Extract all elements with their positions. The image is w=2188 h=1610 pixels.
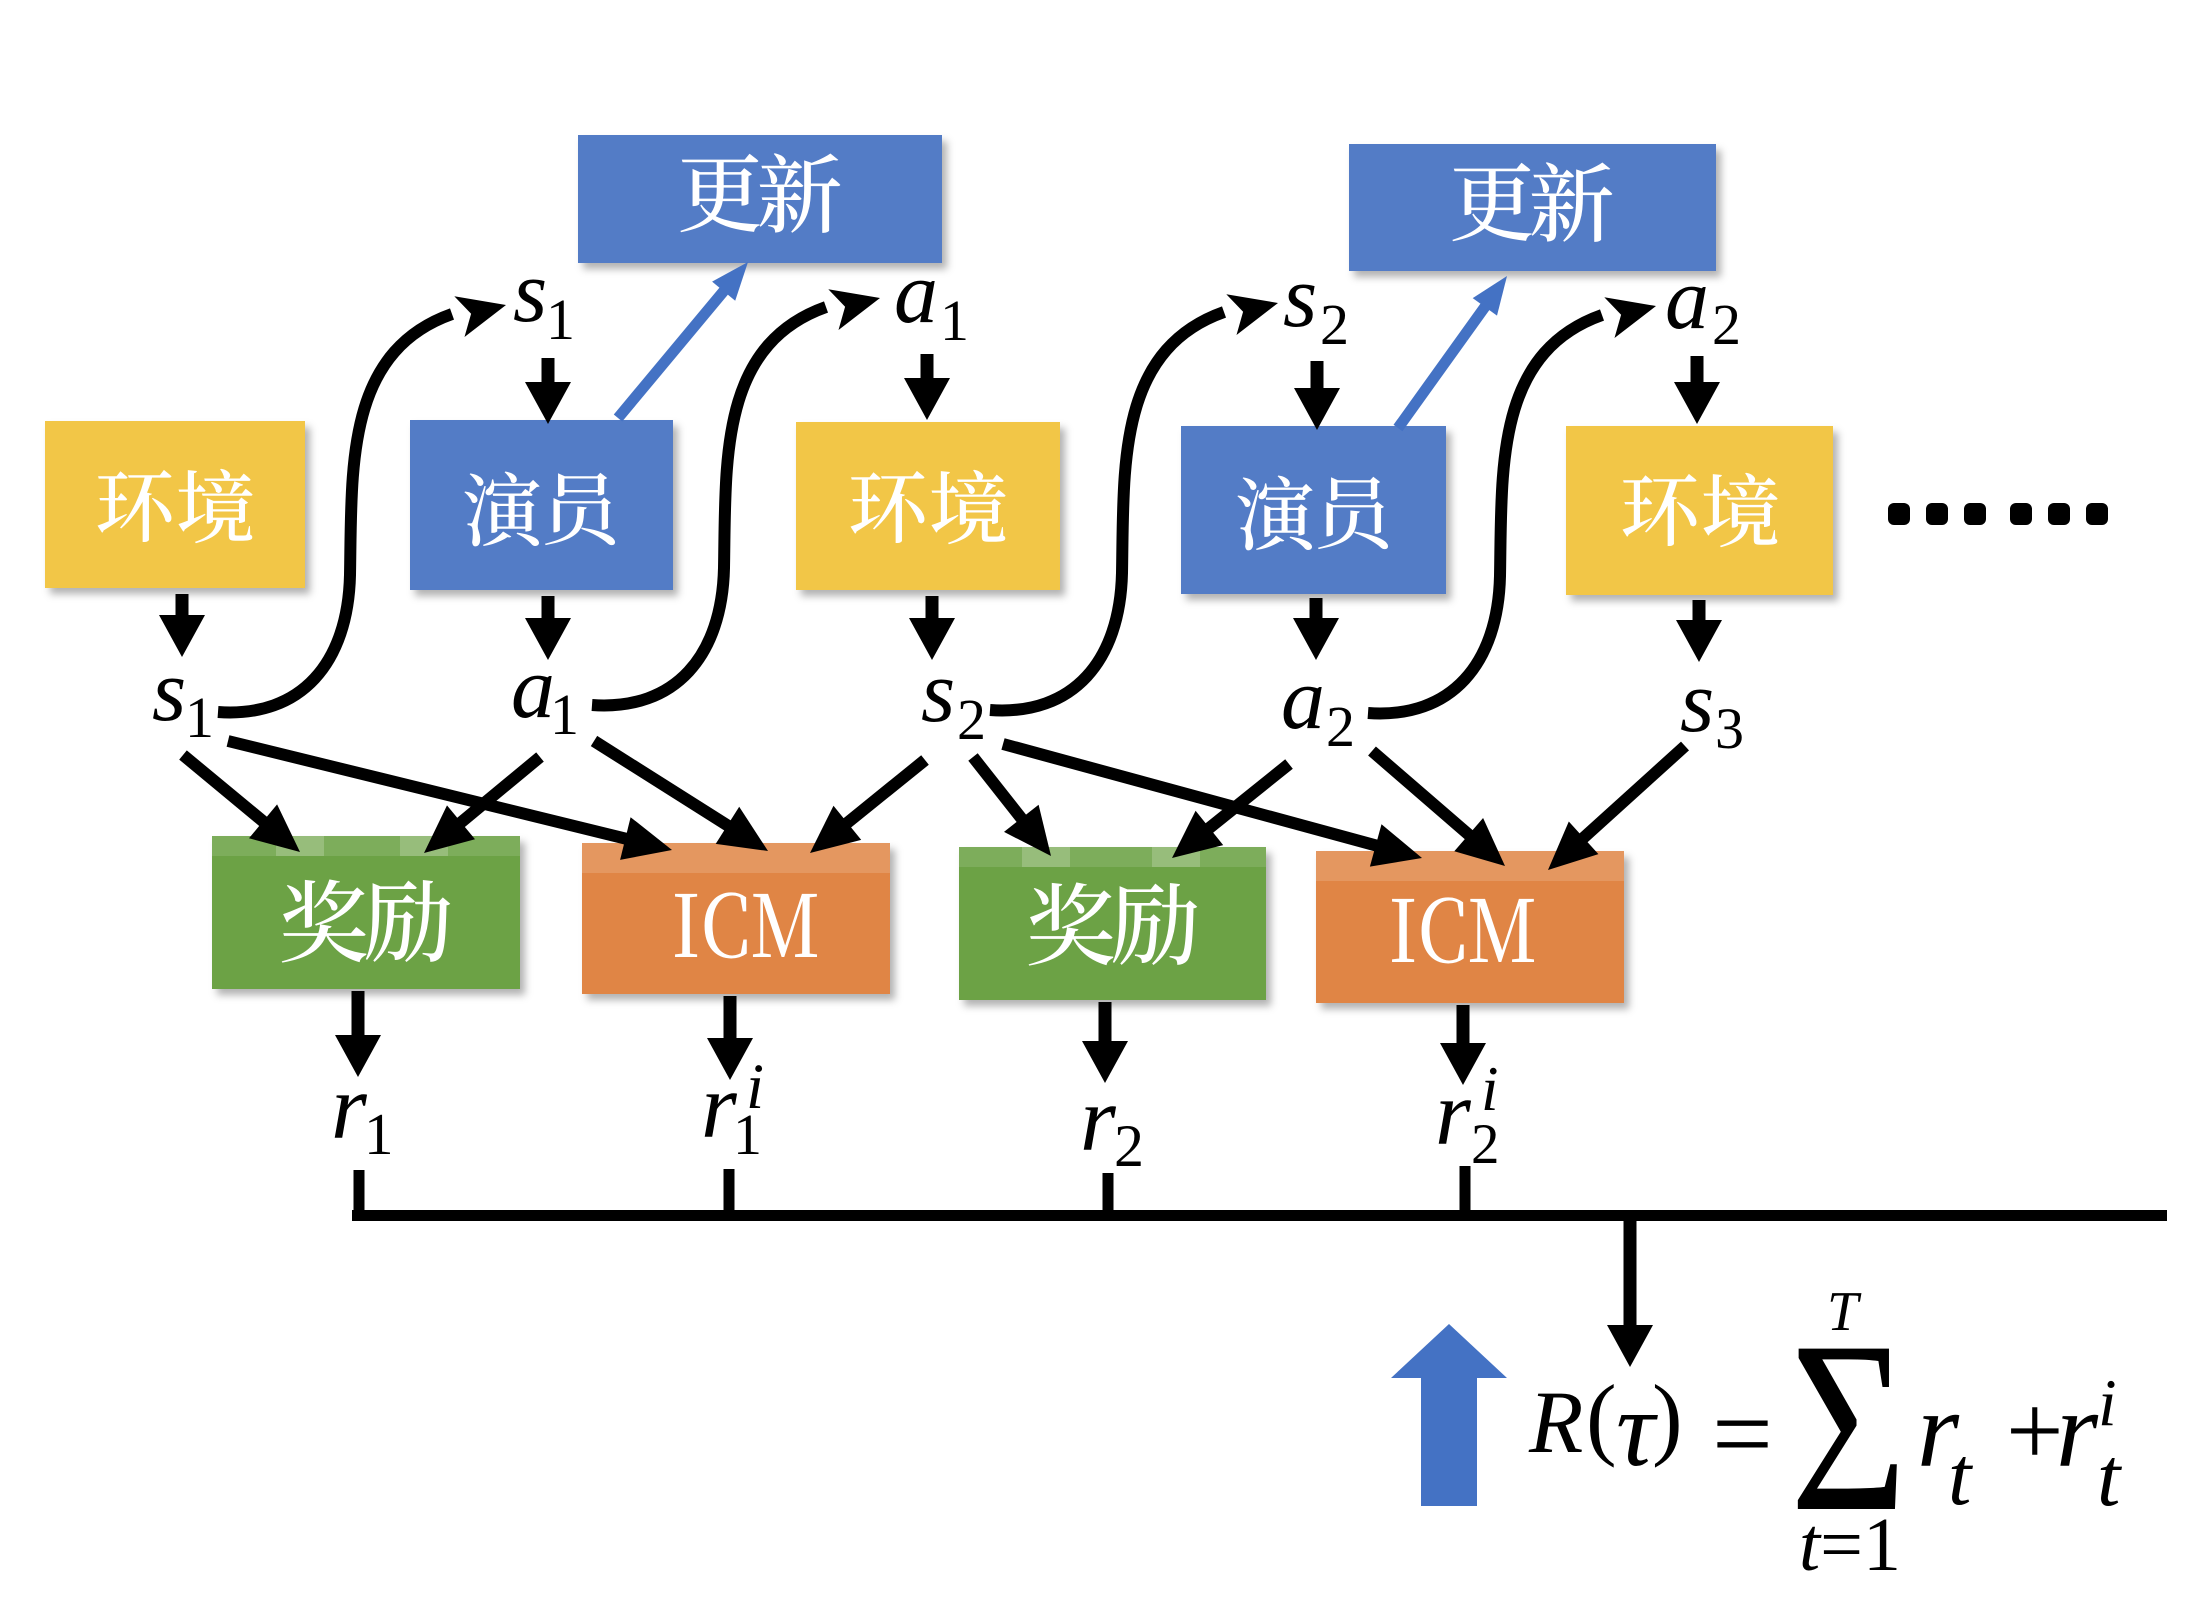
svg-text:1: 1 [546,287,575,352]
svg-text:Σ: Σ [1790,1291,1907,1562]
svg-text:1: 1 [364,1101,394,1167]
svg-text:1: 1 [550,682,579,747]
svg-text:R: R [1528,1374,1583,1472]
svg-text:(: ( [1586,1366,1617,1468]
svg-text:t=1: t=1 [1799,1503,1901,1587]
svg-text:2: 2 [957,687,986,752]
svg-text:2: 2 [1114,1113,1144,1179]
svg-text:r: r [1080,1068,1117,1170]
svg-text:s: s [152,643,186,740]
svg-text:s: s [513,244,547,341]
svg-text:1: 1 [733,1102,762,1167]
svg-text:i: i [746,1051,764,1123]
svg-text:a: a [1281,651,1325,748]
svg-text:t: t [1948,1430,1974,1523]
svg-text:i: i [2098,1366,2117,1440]
svg-text:τ: τ [1616,1370,1658,1489]
svg-text:2: 2 [1320,292,1349,357]
svg-text:i: i [1481,1054,1499,1124]
svg-text:=: = [1712,1375,1773,1494]
svg-text:r: r [331,1056,368,1158]
svg-text:t: t [2097,1431,2123,1524]
svg-text:s: s [1680,654,1714,751]
svg-text:r: r [1917,1371,1960,1490]
svg-text:s: s [1283,249,1317,346]
svg-text:a: a [1665,251,1709,348]
svg-text:2: 2 [1712,292,1741,357]
svg-text:2: 2 [1471,1113,1500,1176]
svg-text:3: 3 [1715,696,1744,761]
svg-text:): ) [1652,1366,1683,1468]
svg-text:2: 2 [1326,694,1355,759]
svg-text:s: s [921,644,955,741]
svg-text:+: + [2006,1375,2064,1488]
svg-text:r: r [2056,1371,2099,1490]
svg-text:a: a [894,245,938,342]
svg-text:1: 1 [940,288,969,353]
svg-text:1: 1 [185,685,214,750]
svg-text:T: T [1827,1281,1862,1343]
